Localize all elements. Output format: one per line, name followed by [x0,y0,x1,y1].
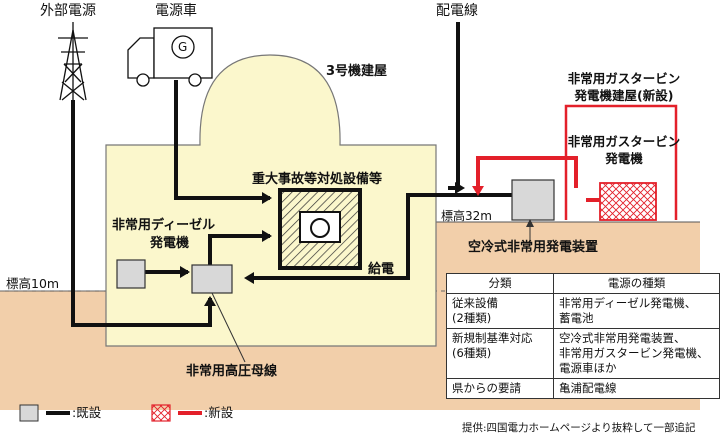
external-power-label: 外部電源 [40,3,96,19]
elevation-32m-label: 標高32m [441,209,492,223]
table-header-category: 分類 [446,273,554,294]
type-item: 蓄電池 [559,311,594,325]
hv-bus-label: 非常用高圧母線 [186,364,278,379]
unit3-building-label: 3号機建屋 [326,64,388,79]
existing-arrowheads [180,182,465,306]
category-count: (2種類) [452,311,492,325]
table-cell-types: 亀浦配電線 [553,378,720,399]
source-caption: 提供:四国電力ホームページより抜粋して一部追記 [462,422,696,434]
type-item: 電源車ほか [559,361,617,375]
distribution-line-label: 配電線 [436,3,478,19]
table-row: 新規制基準対応 (6種類) 空冷式非常用発電装置、 非常用ガスタービン発電機、 … [446,328,720,379]
gas-turbine-building-label-2: 発電機建屋(新設) [574,88,674,103]
category-line: 従来設備 [452,296,498,310]
table-cell-category: 従来設備 (2種類) [446,293,554,329]
type-item: 亀浦配電線 [559,381,617,395]
category-line: 県からの要請 [452,381,521,395]
serious-accident-equipment-label: 重大事故等対処設備等 [252,172,383,187]
gas-turbine-generator-box [599,182,657,221]
legend-existing-box [19,404,39,422]
equipment-inner-circle [310,218,330,238]
aircooled-callout-arrow [526,219,534,227]
table-cell-category: 県からの要請 [446,378,554,399]
gas-turbine-building-label-1: 非常用ガスタービン [567,71,681,86]
legend-new-box [151,404,171,422]
gas-turbine-label-1: 非常用ガスタービン [567,134,681,149]
table-cell-types: 非常用ディーゼル発電機、 蓄電池 [553,293,720,329]
power-supply-label: 給電 [368,262,395,277]
type-item: 空冷式非常用発電装置、 [559,331,686,345]
external-power-tower [58,22,88,101]
table-header-types: 電源の種類 [553,273,720,294]
generator-symbol: G [178,40,188,54]
hv-bus-box [191,264,233,294]
emergency-diesel-generator-box [116,259,146,289]
table-header-row: 分類 電源の種類 [446,273,720,294]
category-count: (6種類) [452,346,492,360]
table-row: 県からの要請 亀浦配電線 [446,378,720,399]
legend-new-label: :新設 [204,405,234,420]
gas-turbine-building-outline [564,104,678,220]
category-line: 新規制基準対応 [452,331,533,345]
legend-existing-label: :既設 [72,405,102,420]
power-vehicle-label: 電源車 [155,3,197,19]
power-vehicle-truck [127,27,213,87]
table-cell-types: 空冷式非常用発電装置、 非常用ガスタービン発電機、 電源車ほか [553,328,720,379]
gas-turbine-label-2: 発電機 [605,151,643,166]
aircooled-generator-label: 空冷式非常用発電装置 [468,240,599,255]
emergency-diesel-label-2: 発電機 [150,236,190,251]
power-source-table: 分類 電源の種類 従来設備 (2種類) 非常用ディーゼル発電機、 蓄電池 新規制… [446,273,720,399]
emergency-diesel-label-1: 非常用ディーゼル [112,218,216,233]
type-item: 非常用ガスタービン発電機、 [559,346,709,360]
new-lines [476,156,600,202]
new-arrowhead [472,186,484,196]
unit3-building [105,54,437,347]
aircooled-generator-box [511,179,555,221]
type-item: 非常用ディーゼル発電機、 [559,296,697,310]
elevation-10m-label: 標高10m [6,276,60,291]
table-cell-category: 新規制基準対応 (6種類) [446,328,554,379]
bus-callout-pointer [211,292,246,363]
table-row: 従来設備 (2種類) 非常用ディーゼル発電機、 蓄電池 [446,293,720,329]
